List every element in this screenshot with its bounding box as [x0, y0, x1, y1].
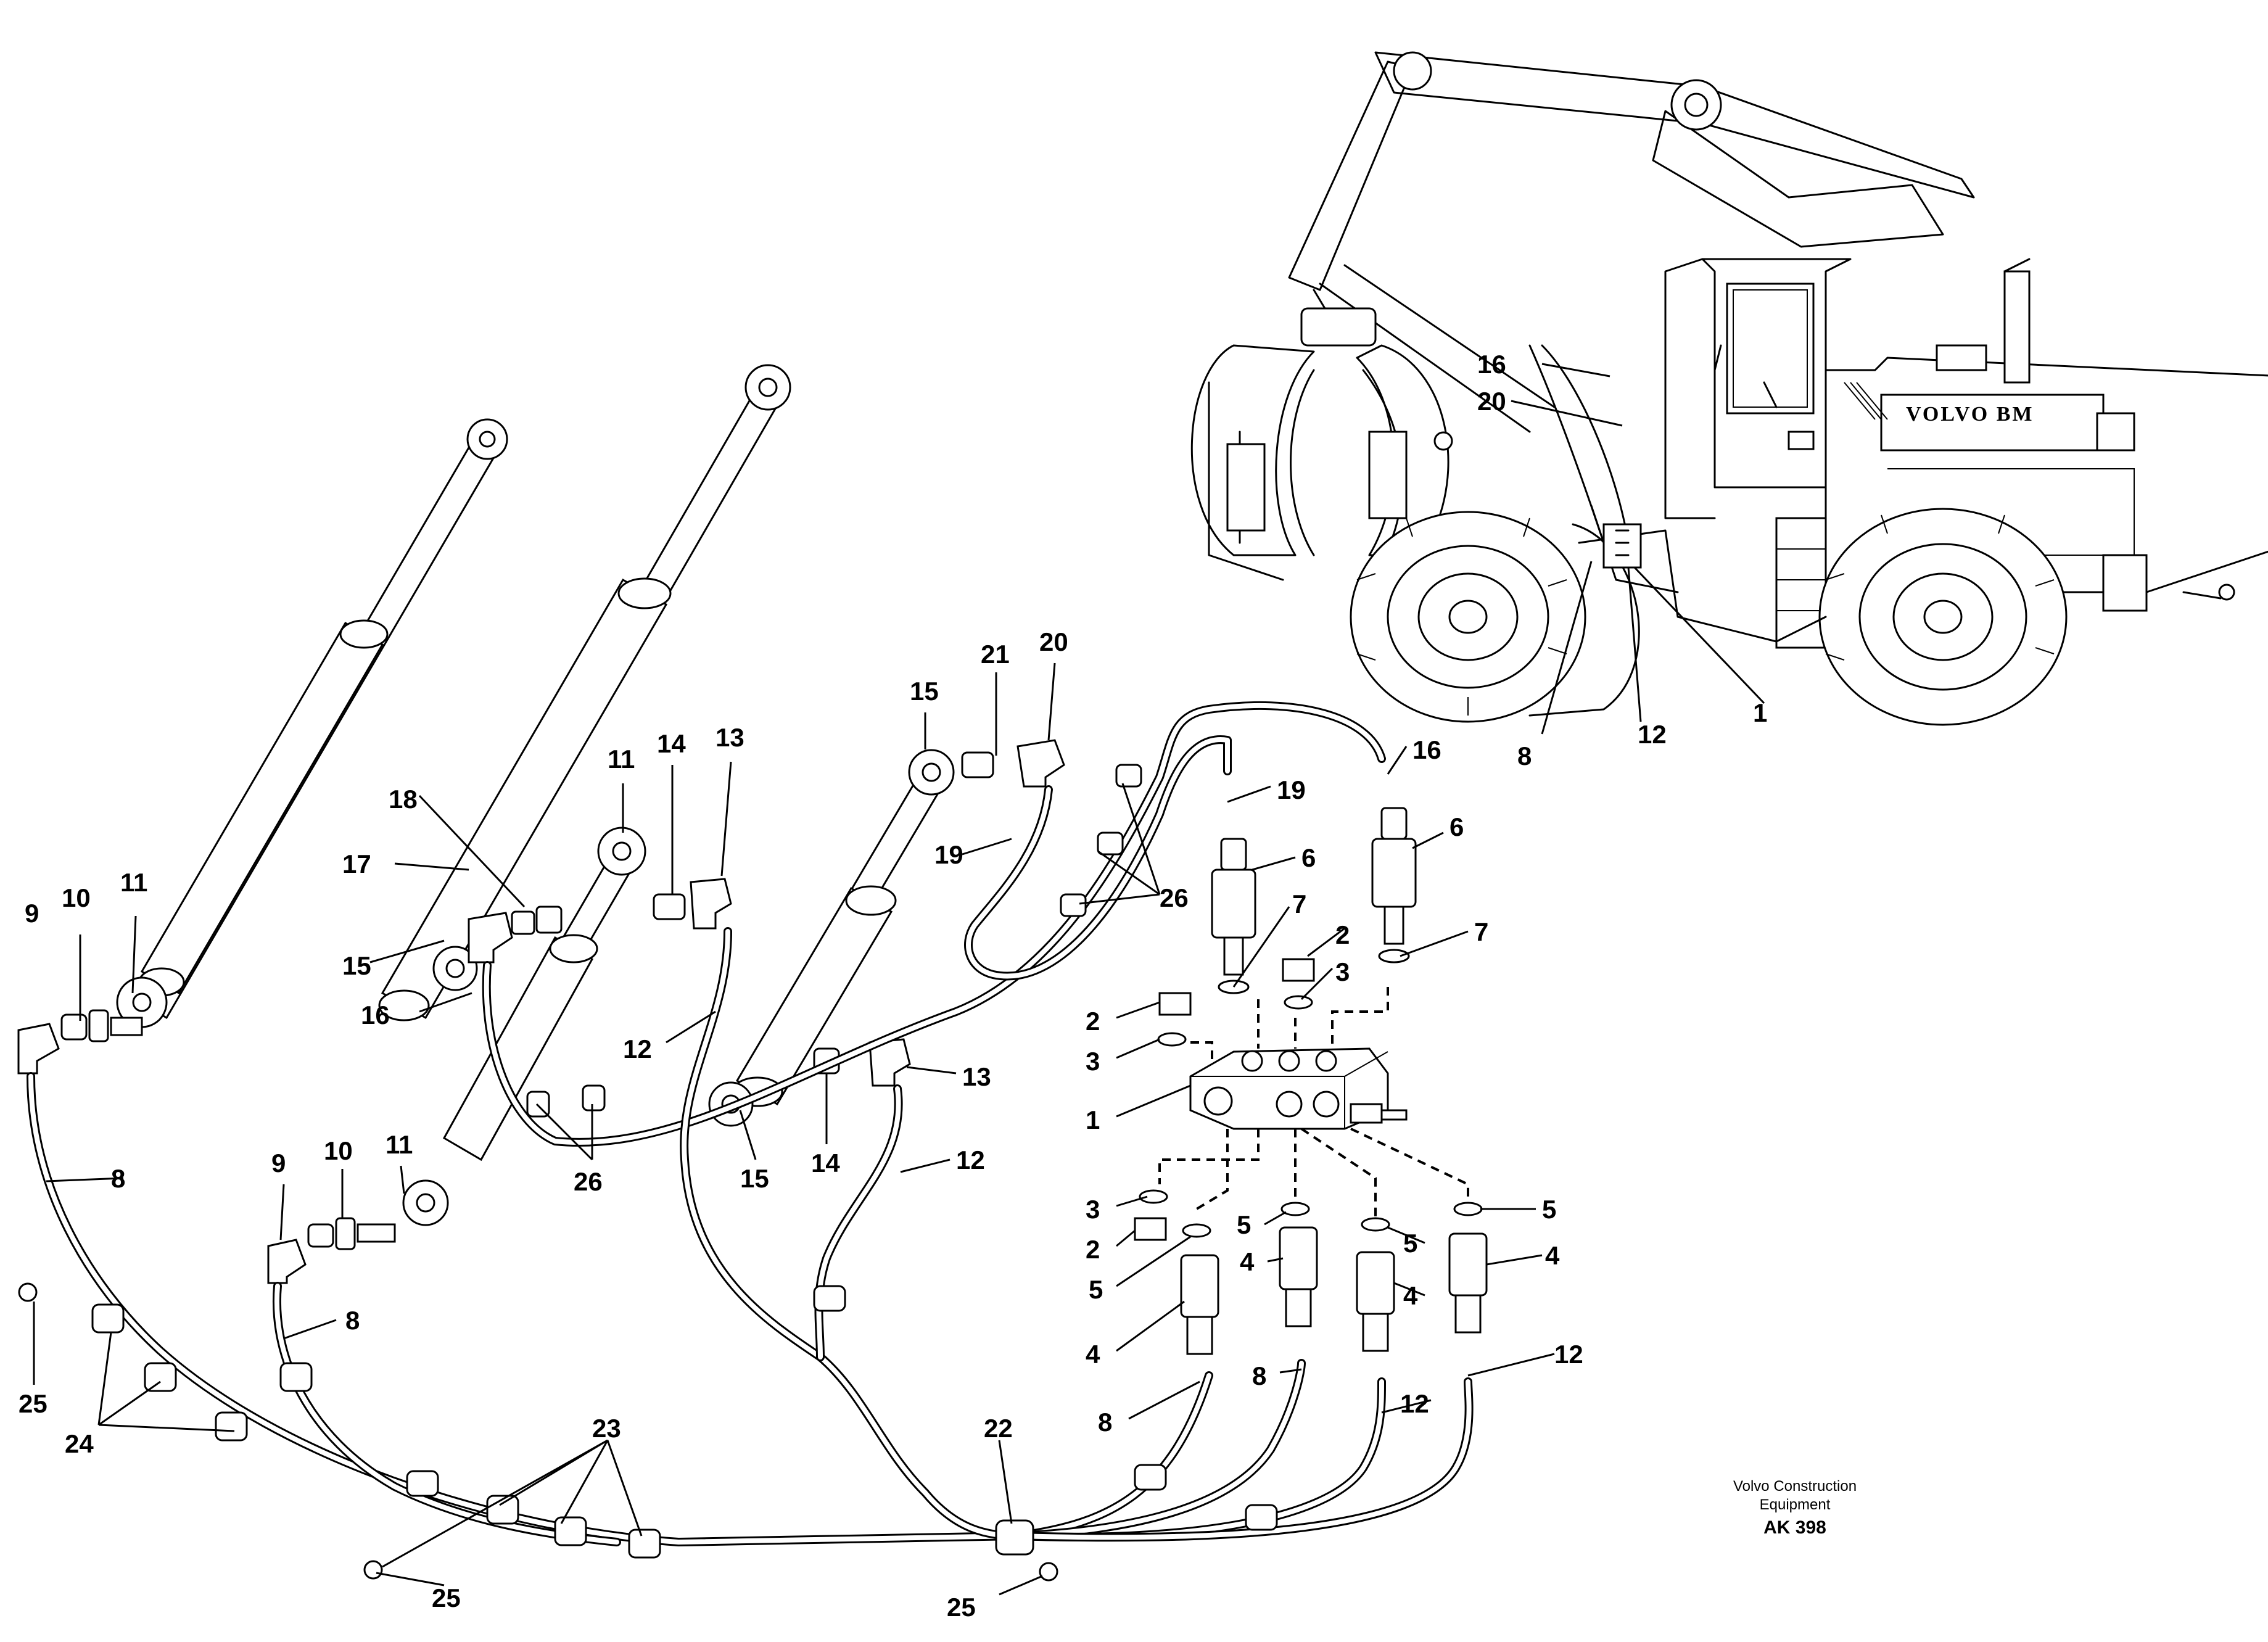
company-line-1: Volvo Construction — [1733, 1478, 1857, 1495]
callout-8-left: 8 — [111, 1164, 125, 1193]
leader-lines — [33, 662, 1555, 1596]
callout-1-machine: 1 — [1753, 698, 1767, 727]
callout-6-b: 6 — [1449, 812, 1464, 841]
callout-18: 18 — [389, 785, 418, 814]
callout-17: 17 — [342, 849, 371, 878]
callout-9-low: 9 — [271, 1149, 286, 1178]
callout-12-mid: 12 — [623, 1034, 652, 1063]
callout-19-left: 19 — [934, 840, 963, 869]
engine-hood: VOLVO BM — [1825, 258, 2268, 612]
sensors-and-plugs — [1134, 807, 1488, 1355]
callout-2-b: 2 — [1086, 1007, 1100, 1036]
callout-8-machine: 8 — [1517, 741, 1532, 770]
diagram-reference: AK 398 — [1763, 1517, 1826, 1538]
callout-16-machine: 16 — [1477, 350, 1506, 379]
company-label: Volvo Construction Equipment — [1665, 1477, 1924, 1514]
callout-12-low: 12 — [956, 1145, 985, 1174]
callout-8-r2: 8 — [1252, 1361, 1266, 1390]
callout-1-valve: 1 — [1086, 1105, 1100, 1134]
callout-20: 20 — [1039, 627, 1068, 656]
callout-25-mid: 25 — [432, 1583, 461, 1612]
callout-16-right: 16 — [1412, 735, 1441, 764]
callout-13-low: 13 — [962, 1062, 991, 1091]
hoses — [27, 701, 1474, 1546]
callout-26-low: 26 — [574, 1167, 603, 1196]
callout-3-b: 3 — [1086, 1047, 1100, 1076]
callout-numbers: 16 20 1 12 8 9 10 11 8 25 24 18 17 15 11… — [19, 350, 1767, 1622]
company-line-2: Equipment — [1759, 1496, 1831, 1513]
callout-5-d: 5 — [1542, 1195, 1556, 1224]
callout-3-c: 3 — [1086, 1195, 1100, 1224]
callout-14-low: 14 — [811, 1149, 840, 1178]
hydraulic-cylinder-center — [708, 749, 955, 1127]
callout-25-left: 25 — [19, 1389, 47, 1418]
fittings — [17, 739, 1065, 1284]
hydraulic-cylinder-left — [116, 418, 508, 1028]
callout-2-c: 2 — [1086, 1235, 1100, 1264]
callout-14-mid: 14 — [657, 729, 686, 758]
callout-5-b: 5 — [1237, 1210, 1251, 1239]
callout-23: 23 — [592, 1414, 621, 1443]
callout-24: 24 — [65, 1429, 94, 1458]
callout-8-r: 8 — [1098, 1408, 1112, 1437]
callout-13-mid: 13 — [715, 723, 744, 752]
callout-11-low: 11 — [386, 1130, 413, 1159]
valve-block — [1189, 1047, 1408, 1130]
callout-4-a: 4 — [1086, 1340, 1100, 1369]
callout-6-a: 6 — [1301, 843, 1316, 872]
callout-15-top: 15 — [910, 677, 939, 706]
callout-10-low: 10 — [324, 1136, 353, 1165]
rear-wheel — [1818, 508, 2068, 726]
callout-12-machine: 12 — [1638, 720, 1667, 749]
callout-11-mid: 11 — [608, 745, 635, 774]
hose-clamps — [18, 764, 1142, 1582]
callout-10-left: 10 — [62, 883, 91, 912]
callout-12-r: 12 — [1400, 1389, 1429, 1418]
middle-wheel — [1528, 523, 1640, 717]
callout-4-b: 4 — [1240, 1247, 1255, 1276]
callout-11-left: 11 — [120, 868, 147, 897]
callout-7-b: 7 — [1474, 917, 1488, 946]
callout-9-left: 9 — [25, 899, 39, 928]
callout-7-a: 7 — [1292, 889, 1306, 918]
callout-26-top: 26 — [1160, 883, 1189, 912]
hydraulic-cylinder-mid-upper — [402, 827, 646, 1226]
callout-4-d: 4 — [1545, 1241, 1560, 1270]
callout-8-low: 8 — [345, 1306, 360, 1335]
callout-16-mid: 16 — [361, 1000, 390, 1029]
cab — [1664, 258, 1852, 519]
vehicle-brand-label: VOLVO BM — [1906, 403, 2034, 426]
callout-25-right: 25 — [947, 1593, 976, 1622]
callout-20-machine: 20 — [1477, 387, 1506, 416]
dashed-connections — [1158, 987, 1469, 1221]
callout-15-low: 15 — [740, 1164, 769, 1193]
callout-5-c: 5 — [1403, 1229, 1417, 1258]
callout-19-right: 19 — [1277, 775, 1306, 804]
forestry-loader-illustration: VOLVO BM — [1190, 51, 2268, 735]
callout-2-a: 2 — [1335, 920, 1350, 949]
callout-4-c: 4 — [1403, 1281, 1418, 1310]
callout-3-a: 3 — [1335, 957, 1350, 986]
hydraulic-cylinder-right — [378, 364, 791, 1021]
access-ladder — [1775, 517, 1827, 649]
front-wheel — [1350, 511, 1586, 723]
callout-12-r2: 12 — [1554, 1340, 1583, 1369]
grapple — [1190, 307, 1453, 581]
callout-21: 21 — [981, 640, 1010, 669]
callout-22: 22 — [984, 1414, 1013, 1443]
callout-15-mid: 15 — [342, 951, 371, 980]
callout-5-a: 5 — [1089, 1275, 1103, 1304]
